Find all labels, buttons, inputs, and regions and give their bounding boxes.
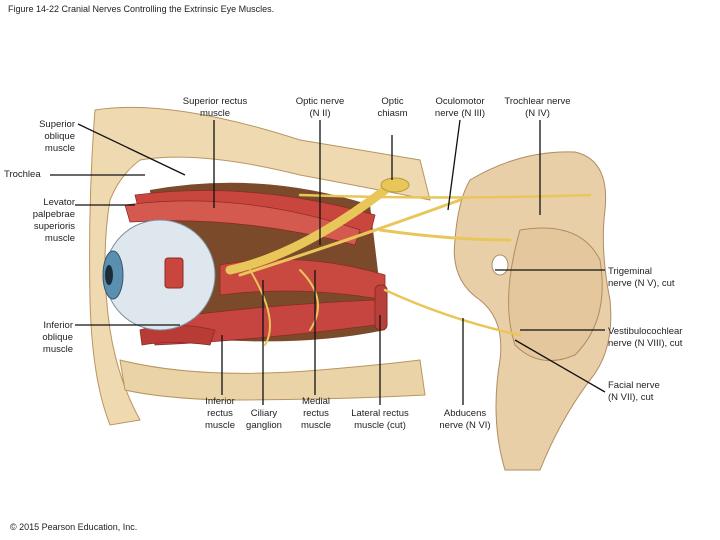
label-facial: Facial nerve (N VII), cut — [608, 380, 660, 403]
nerve-branch — [299, 269, 319, 331]
pons — [508, 227, 603, 362]
label-lateral-rectus: Lateral rectus muscle (cut) — [351, 408, 409, 431]
copyright-notice: © 2015 Pearson Education, Inc. — [10, 522, 138, 532]
label-trigeminal: Trigeminal nerve (N V), cut — [608, 266, 675, 289]
orbit-floor-bone — [119, 359, 426, 401]
label-superior-rectus: Superior rectus muscle — [182, 96, 248, 119]
leader-oculomotor — [447, 119, 461, 211]
superior-oblique-tendon — [164, 257, 184, 289]
label-inferior-rectus: Inferior rectus muscle — [204, 396, 236, 431]
orbit-bone — [89, 106, 431, 426]
label-inferior-oblique: Inferior oblique muscle — [42, 320, 73, 355]
label-trochlea: Trochlea — [4, 169, 41, 180]
label-trochlear: Trochlear nerve (N IV) — [504, 96, 571, 119]
optic-chiasm-shape — [380, 177, 410, 193]
label-oculomotor: Oculomotor nerve (N III) — [434, 96, 486, 119]
pupil — [105, 265, 113, 285]
trigeminal-stump — [491, 254, 509, 276]
label-vestibulocochlear: Vestibulocochlear nerve (N VIII), cut — [608, 326, 683, 349]
figure-title: Figure 14-22 Cranial Nerves Controlling … — [8, 4, 275, 14]
label-medial-rectus: Medial rectus muscle — [300, 396, 332, 431]
label-optic-chiasm: Optic chiasm — [377, 96, 408, 119]
levator-shape — [124, 200, 361, 246]
abducens-nerve-shape — [383, 288, 522, 337]
oculomotor-nerve-shape — [238, 198, 462, 277]
label-ciliary: Ciliary ganglion — [246, 408, 282, 431]
lateral-rectus-cut — [374, 284, 388, 331]
label-superior-oblique: Superior oblique muscle — [39, 119, 75, 154]
optic-nerve-shape — [225, 185, 390, 275]
trochlear-nerve-shape — [298, 193, 592, 199]
nerve-branch-2 — [249, 269, 271, 346]
leader-superior-oblique — [77, 123, 186, 176]
label-optic-nerve: Optic nerve (N II) — [295, 96, 345, 119]
label-levator: Levator palpebrae superioris muscle — [32, 197, 75, 244]
label-abducens: Abducens nerve (N VI) — [439, 408, 491, 431]
leader-facial — [514, 339, 606, 393]
trigeminal-shape — [378, 228, 512, 242]
